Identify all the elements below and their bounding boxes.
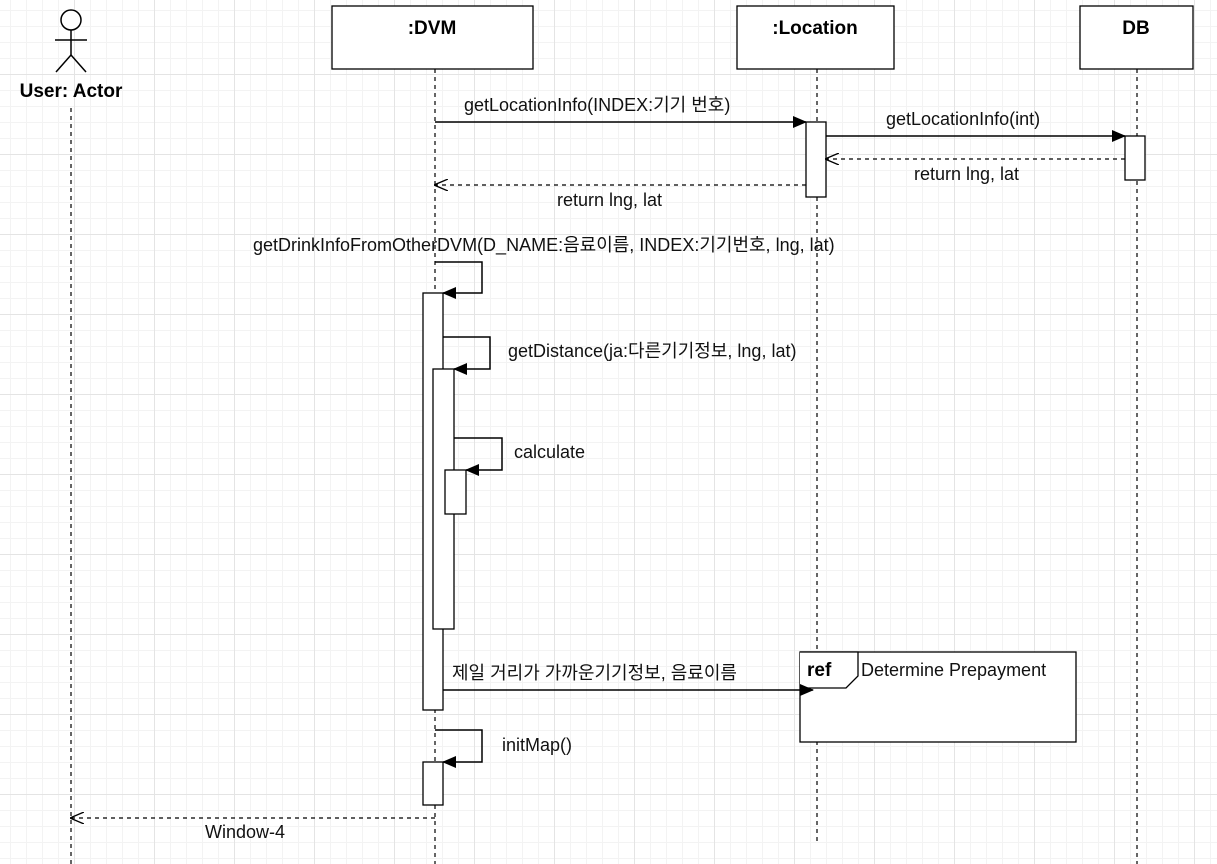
self-message-arrow-init-map — [435, 729, 483, 768]
activation-location — [805, 121, 827, 198]
ref-fragment-tag: ref — [807, 660, 832, 681]
activation-db — [1124, 135, 1146, 181]
participant-dvm: :DVM — [331, 5, 534, 70]
self-message-arrow-calculate — [454, 437, 503, 476]
actor-label: User: Actor — [20, 81, 123, 102]
return-label-db-to-location: return lng, lat — [914, 164, 1019, 184]
self-message-arrow-get-distance — [443, 336, 491, 375]
participant-db-label: DB — [1122, 18, 1149, 39]
return-label-location-to-dvm: return lng, lat — [557, 190, 662, 210]
return-label-window-4: Window-4 — [205, 822, 285, 842]
actor-figure-icon — [55, 9, 87, 73]
message-label-nearest-machine-info: 제일 거리가 가까운기기정보, 음료이름 — [452, 663, 737, 683]
activation-dvm-initmap — [422, 761, 444, 806]
ref-fragment-title: Determine Prepayment — [861, 660, 1046, 680]
self-message-label-calculate: calculate — [514, 442, 585, 462]
self-message-label-init-map: initMap() — [502, 735, 572, 755]
message-label-get-location-info-int: getLocationInfo(int) — [886, 109, 1040, 129]
self-message-arrow-get-drink-info — [435, 261, 483, 299]
ref-fragment-determine-prepayment: ref Determine Prepayment — [799, 651, 1077, 743]
participant-location-label: :Location — [772, 18, 858, 39]
self-message-label-get-drink-info: getDrinkInfoFromOtherDVM(D_NAME:음료이름, IN… — [253, 235, 835, 256]
activation-dvm-calculate — [444, 469, 467, 515]
self-message-label-get-distance: getDistance(ja:다른기기정보, lng, lat) — [508, 341, 796, 361]
participant-db: DB — [1079, 5, 1194, 70]
participant-dvm-label: :DVM — [408, 18, 457, 39]
message-label-get-location-info: getLocationInfo(INDEX:기기 번호) — [464, 95, 730, 115]
participant-location: :Location — [736, 5, 895, 70]
